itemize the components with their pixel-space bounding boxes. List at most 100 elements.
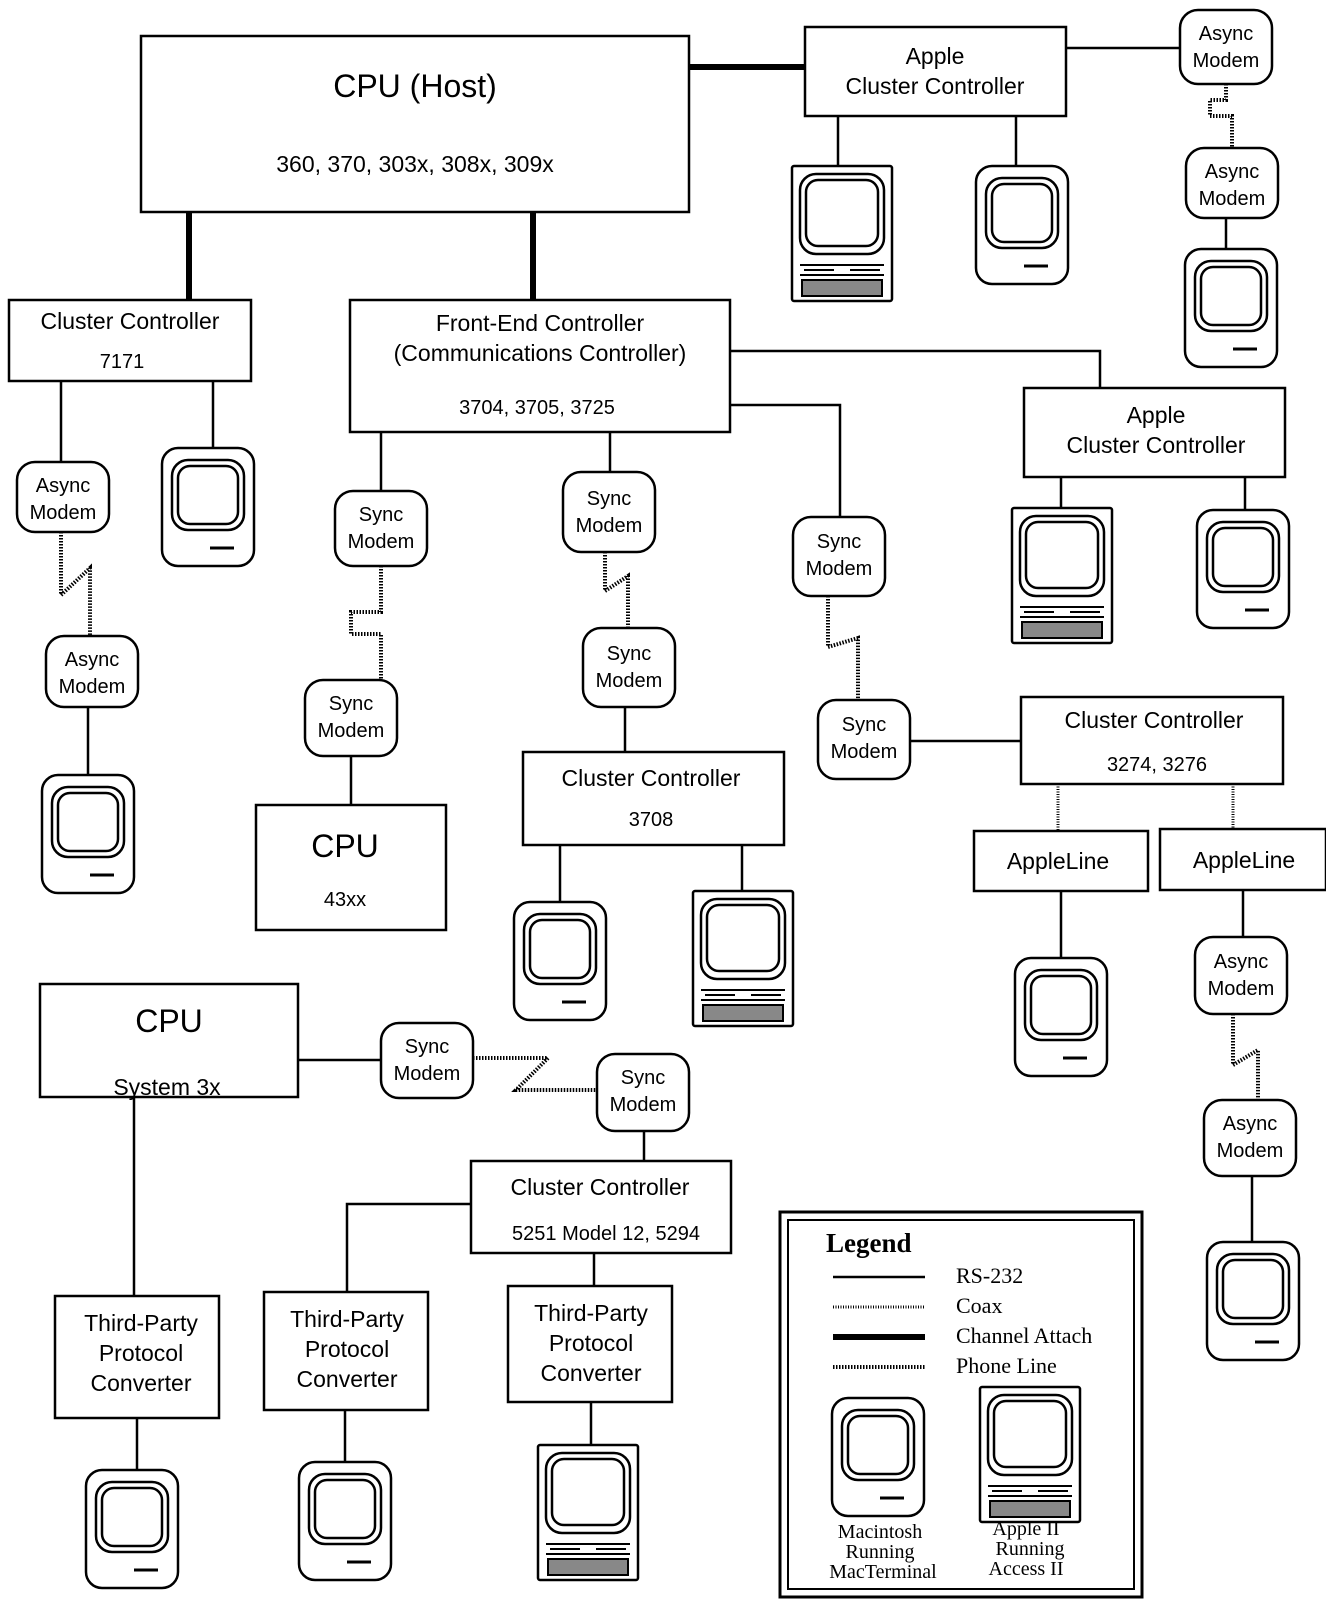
macintosh-terminal-icon xyxy=(160,446,256,568)
sync-modem-5: Sync Modem xyxy=(791,515,887,598)
fec-line2: (Communications Controller) xyxy=(394,340,687,366)
async-modem-top-1: Async Modem xyxy=(1178,8,1274,86)
svg-text:Sync: Sync xyxy=(329,693,373,715)
apple-cluster-controller-top: Apple Cluster Controller xyxy=(803,25,1068,118)
pc3-line3: Converter xyxy=(541,1360,642,1386)
apple-cc-mid-line1: Apple xyxy=(1127,402,1186,428)
svg-text:Async: Async xyxy=(65,649,119,671)
svg-text:Modem: Modem xyxy=(1199,188,1266,210)
svg-text:Sync: Sync xyxy=(405,1036,449,1058)
pc2-line1: Third-Party xyxy=(290,1306,404,1332)
pc2-line3: Converter xyxy=(297,1366,398,1392)
async-modem-right-2: Async Modem xyxy=(1202,1098,1298,1178)
legend-coax: Coax xyxy=(956,1293,1002,1318)
async-modem-left-2: Async Modem xyxy=(44,634,140,709)
appleline-right: AppleLine xyxy=(1158,827,1326,892)
cpu-43xx-title: CPU xyxy=(311,828,379,864)
apple-cluster-controller-mid: Apple Cluster Controller xyxy=(1022,386,1287,479)
svg-text:Modem: Modem xyxy=(59,676,126,698)
svg-text:Modem: Modem xyxy=(1193,50,1260,72)
apple-cc-top-line1: Apple xyxy=(906,43,965,69)
macintosh-terminal-icon xyxy=(1205,1240,1301,1362)
pc3-line1: Third-Party xyxy=(534,1300,648,1326)
svg-text:Sync: Sync xyxy=(587,488,631,510)
legend-macintosh-icon xyxy=(830,1396,926,1518)
cluster-controller-3274: Cluster Controller 3274, 3276 xyxy=(1019,695,1285,786)
svg-text:Apple II: Apple II xyxy=(992,1518,1059,1540)
svg-text:Modem: Modem xyxy=(576,515,643,537)
svg-text:MacTerminal: MacTerminal xyxy=(829,1561,937,1583)
apple-cc-mid-line2: Cluster Controller xyxy=(1067,432,1246,458)
legend-apple2-icon xyxy=(978,1385,1082,1524)
svg-text:Async: Async xyxy=(36,475,90,497)
cc-3708-title: Cluster Controller xyxy=(562,765,741,791)
fec-models: 3704, 3705, 3725 xyxy=(459,397,615,419)
cluster-controller-7171: Cluster Controller 7171 xyxy=(7,298,253,383)
sync-modem-2: Sync Modem xyxy=(303,678,399,758)
cc-5251-model: 5251 Model 12, 5294 xyxy=(512,1223,700,1245)
protocol-converter-3: Third-Party Protocol Converter xyxy=(506,1284,674,1404)
macintosh-terminal-icon xyxy=(512,900,608,1022)
apple2-terminal-icon xyxy=(790,164,894,303)
svg-text:Async: Async xyxy=(1199,23,1253,45)
macintosh-terminal-icon xyxy=(1013,956,1109,1078)
svg-text:Modem: Modem xyxy=(610,1094,677,1116)
legend-title: Legend xyxy=(826,1228,912,1258)
macintosh-terminal-icon xyxy=(40,773,136,895)
apple2-terminal-icon xyxy=(691,889,795,1028)
connections xyxy=(59,46,1260,1470)
sync-modem-7: Sync Modem xyxy=(379,1021,475,1100)
macintosh-terminal-icon xyxy=(297,1460,393,1582)
svg-text:Macintosh: Macintosh xyxy=(838,1521,922,1543)
macintosh-terminal-icon xyxy=(974,164,1070,286)
macintosh-terminal-icon xyxy=(84,1468,180,1590)
cpu-sys3x-title: CPU xyxy=(135,1003,203,1039)
svg-text:Sync: Sync xyxy=(842,714,886,736)
appleline-left: AppleLine xyxy=(972,829,1150,893)
svg-text:Sync: Sync xyxy=(607,643,651,665)
cc-3274-model: 3274, 3276 xyxy=(1107,754,1207,776)
svg-text:Sync: Sync xyxy=(817,531,861,553)
cpu-system-3x: CPU System 3x xyxy=(38,982,300,1100)
cc-5251-title: Cluster Controller xyxy=(511,1174,690,1200)
cc-3274-title: Cluster Controller xyxy=(1065,707,1244,733)
async-modem-right-1: Async Modem xyxy=(1193,935,1289,1016)
svg-text:Modem: Modem xyxy=(1217,1140,1284,1162)
svg-text:Modem: Modem xyxy=(831,741,898,763)
svg-text:Modem: Modem xyxy=(30,502,97,524)
sync-modem-8: Sync Modem xyxy=(595,1052,691,1133)
cc-7171-title: Cluster Controller xyxy=(41,308,220,334)
svg-text:Access II: Access II xyxy=(989,1558,1064,1580)
svg-text:Async: Async xyxy=(1205,161,1259,183)
apple-cc-top-line2: Cluster Controller xyxy=(846,73,1025,99)
cluster-controller-5251: Cluster Controller 5251 Model 12, 5294 xyxy=(469,1159,733,1255)
apple2-terminal-icon xyxy=(1010,506,1114,645)
pc1-line2: Protocol xyxy=(99,1340,183,1366)
cluster-controller-3708: Cluster Controller 3708 xyxy=(521,750,786,847)
svg-text:Sync: Sync xyxy=(359,504,403,526)
svg-text:Modem: Modem xyxy=(1208,978,1275,1000)
svg-text:Running: Running xyxy=(996,1538,1065,1560)
svg-text:Modem: Modem xyxy=(596,670,663,692)
front-end-controller: Front-End Controller (Communications Con… xyxy=(348,298,732,434)
macintosh-terminal-icon xyxy=(1183,247,1279,369)
svg-text:Running: Running xyxy=(846,1541,915,1563)
appleline-left-label: AppleLine xyxy=(1007,848,1109,874)
async-modem-top-2: Async Modem xyxy=(1184,146,1280,220)
pc3-line2: Protocol xyxy=(549,1330,633,1356)
host-models: 360, 370, 303x, 308x, 309x xyxy=(276,151,554,177)
svg-text:Modem: Modem xyxy=(318,720,385,742)
cc-3708-model: 3708 xyxy=(629,809,674,831)
protocol-converter-1: Third-Party Protocol Converter xyxy=(53,1294,221,1420)
sync-modem-3: Sync Modem xyxy=(561,470,657,554)
legend: Legend RS-232 Coax Channel Attach Phone … xyxy=(778,1210,1144,1599)
svg-text:Modem: Modem xyxy=(348,531,415,553)
svg-text:Modem: Modem xyxy=(806,558,873,580)
apple2-terminal-icon xyxy=(536,1443,640,1582)
fec-line1: Front-End Controller xyxy=(436,310,645,336)
cpu-sys3x-model: System 3x xyxy=(113,1074,221,1100)
svg-text:Async: Async xyxy=(1214,951,1268,973)
sync-modem-1: Sync Modem xyxy=(333,489,429,568)
cpu-43xx: CPU 43xx xyxy=(254,803,448,932)
